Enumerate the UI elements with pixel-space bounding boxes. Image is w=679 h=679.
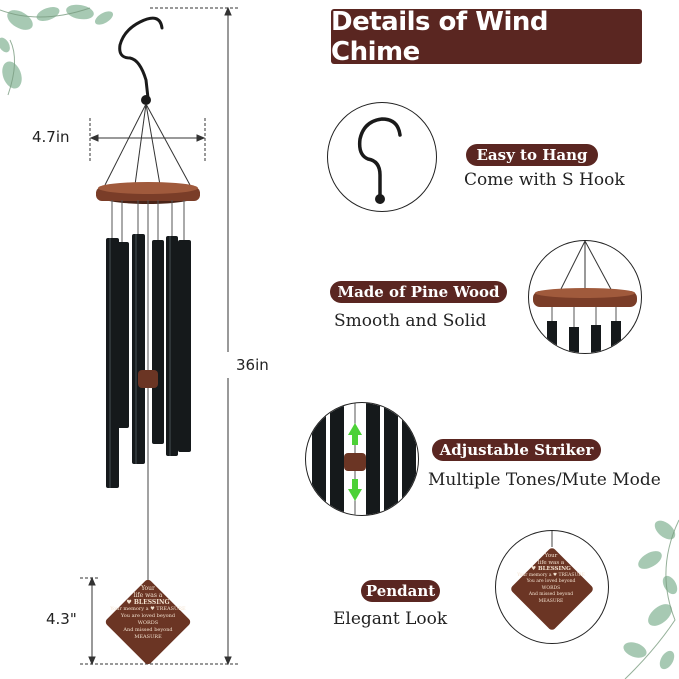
title-banner: Details of Wind Chime: [331, 6, 642, 67]
pendant-line: And missed beyond: [123, 627, 173, 633]
detail-pendant-text: Your life was a ♥ BLESSING Your memory a…: [515, 553, 587, 605]
leaf-decoration-bottom-right-icon: [623, 519, 679, 679]
striker-detail-circle: [305, 402, 419, 516]
wind-chime-illustration: [80, 6, 240, 666]
pendant-line: ♥ BLESSING: [126, 599, 170, 606]
feature-desc-adjustable-striker: Multiple Tones/Mute Mode: [428, 470, 661, 490]
s-hook-icon: [118, 16, 164, 100]
feature-label-pine-wood: Made of Pine Wood: [330, 281, 507, 303]
feature-label-pendant: Pendant: [361, 580, 440, 602]
pine-wood-detail-circle: [528, 240, 642, 354]
length-dimension-label: 36in: [236, 356, 269, 374]
pendant-line: WORDS: [541, 585, 561, 591]
pendant-dimension-label: 4.3": [46, 610, 77, 628]
feature-desc-pendant: Elegant Look: [333, 609, 448, 629]
feature-desc-pine-wood: Smooth and Solid: [334, 311, 487, 331]
feature-desc-easy-to-hang: Come with S Hook: [464, 170, 625, 190]
feature-label-adjustable-striker: Adjustable Striker: [432, 439, 601, 461]
s-hook-icon: [357, 117, 402, 200]
pendant-line: ♥ BLESSING: [531, 566, 571, 572]
feature-label-easy-to-hang: Easy to Hang: [466, 144, 598, 166]
pendant-detail-circle: [495, 530, 609, 644]
pendant-line: Your memory a ♥ TREASURE: [517, 572, 585, 578]
pendant-line: MEASURE: [134, 634, 162, 640]
pendant-line: You are loved beyond: [526, 579, 576, 584]
pendant-line: MEASURE: [538, 598, 564, 604]
pendant-line: Your: [544, 553, 558, 559]
pendant-line: Your memory a ♥ TREASURE: [110, 606, 186, 612]
main-pendant-text: Your life was a ♥ BLESSING Your memory a…: [103, 585, 193, 641]
leaf-decoration-top-left-icon: [0, 4, 114, 96]
pendant-line: life was a: [537, 559, 565, 566]
pendant-line: And missed beyond: [528, 592, 574, 597]
width-dimension-label: 4.7in: [32, 128, 70, 146]
pendant-line: You are loved beyond: [120, 613, 176, 619]
pendant-line: Your: [141, 585, 155, 592]
s-hook-detail-circle: [327, 102, 437, 212]
pendant-line: life was a: [133, 592, 163, 599]
page-title: Details of Wind Chime: [331, 6, 548, 67]
pendant-line: WORDS: [137, 620, 159, 626]
